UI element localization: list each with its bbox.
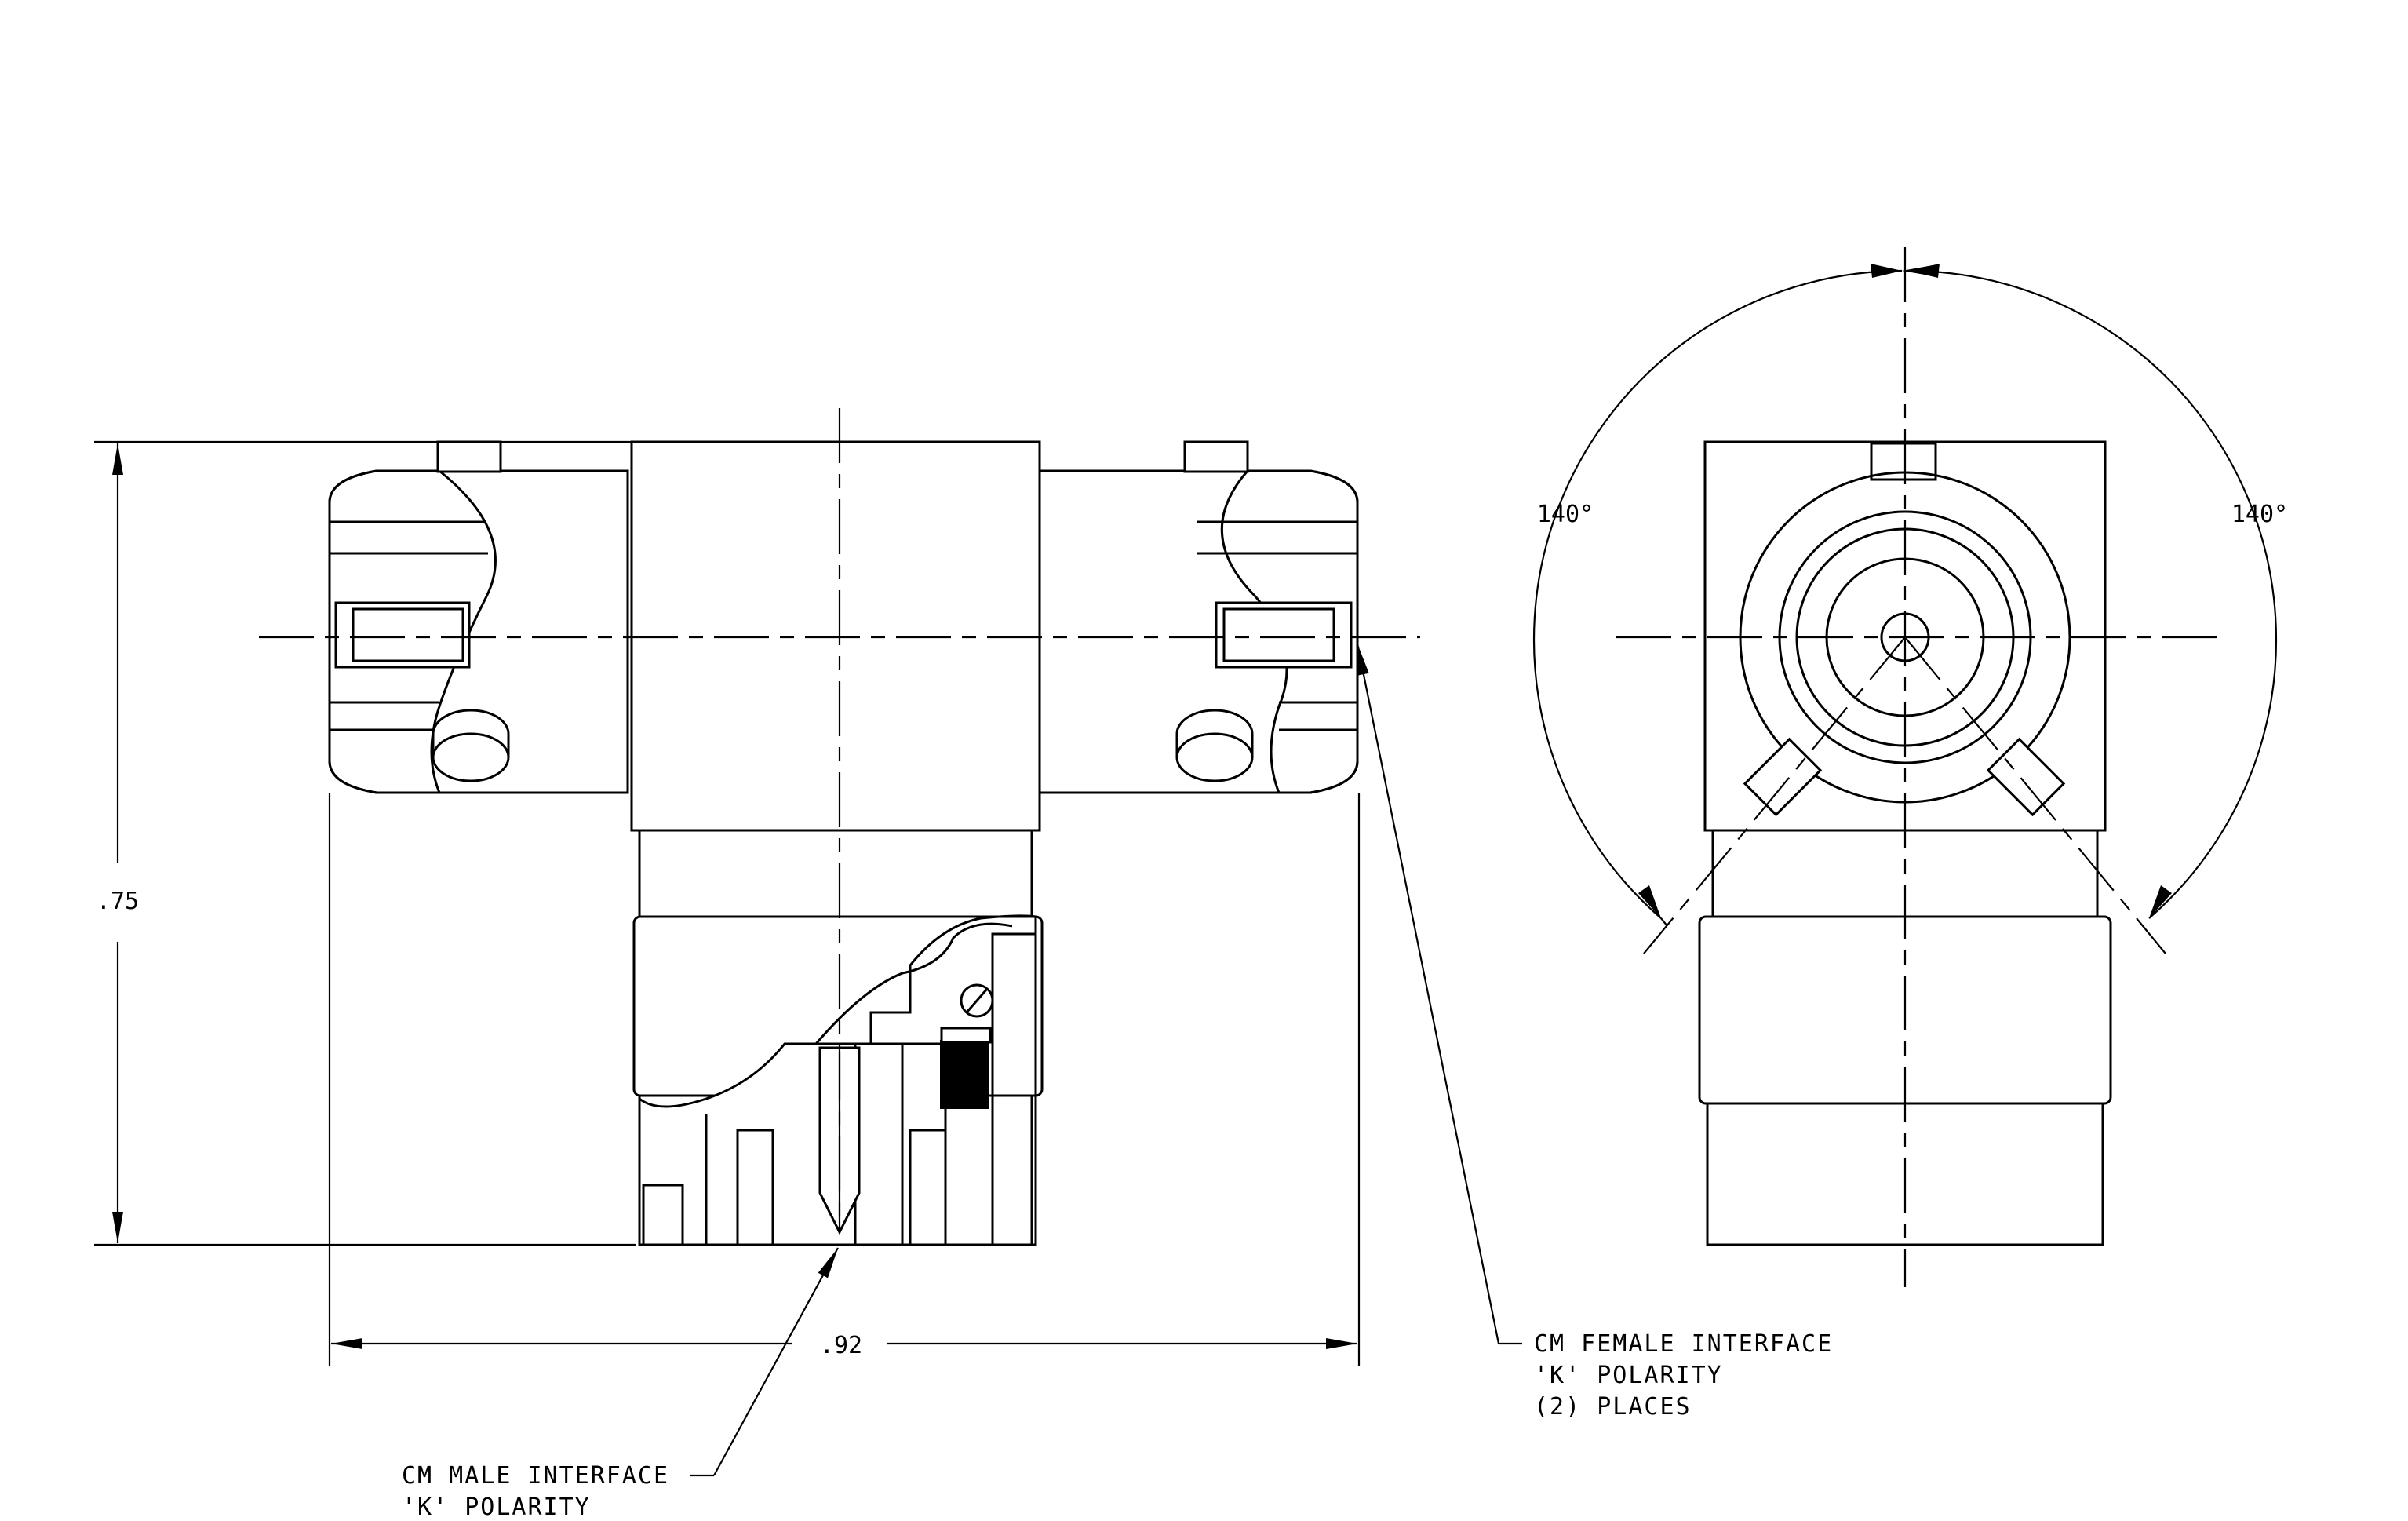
male-polarity-label: 'K' POLARITY bbox=[402, 1494, 591, 1521]
angle-left-value: 140° bbox=[1537, 501, 1594, 528]
male-interface-leader: CM MALE INTERFACE 'K' POLARITY bbox=[402, 1247, 839, 1521]
female-interface-label: CM FEMALE INTERFACE bbox=[1534, 1330, 1833, 1358]
end-view: 140° 140° bbox=[1532, 247, 2288, 1287]
left-female-body bbox=[328, 440, 629, 794]
male-coupling-section bbox=[632, 829, 1044, 1246]
height-dimension: .75 bbox=[94, 440, 636, 1246]
female-interface-leader: CM FEMALE INTERFACE 'K' POLARITY (2) PLA… bbox=[1356, 643, 1833, 1421]
right-female-body bbox=[1034, 440, 1359, 794]
height-value: .75 bbox=[97, 888, 139, 915]
male-interface-label: CM MALE INTERFACE bbox=[402, 1462, 669, 1490]
angle-right-value: 140° bbox=[2231, 501, 2288, 528]
angle-dimension-right: 140° bbox=[1907, 269, 2288, 919]
seal-ring bbox=[940, 1040, 989, 1109]
width-dimension: .92 bbox=[328, 793, 1361, 1366]
side-view: .75 .92 CM MALE INTERFACE 'K' POLARITY C… bbox=[94, 408, 1833, 1521]
width-value: .92 bbox=[820, 1332, 862, 1359]
female-polarity-label: 'K' POLARITY bbox=[1534, 1362, 1723, 1389]
center-body bbox=[630, 440, 1041, 832]
angle-dimension-left: 140° bbox=[1532, 264, 1934, 927]
female-places-label: (2) PLACES bbox=[1534, 1393, 1692, 1421]
